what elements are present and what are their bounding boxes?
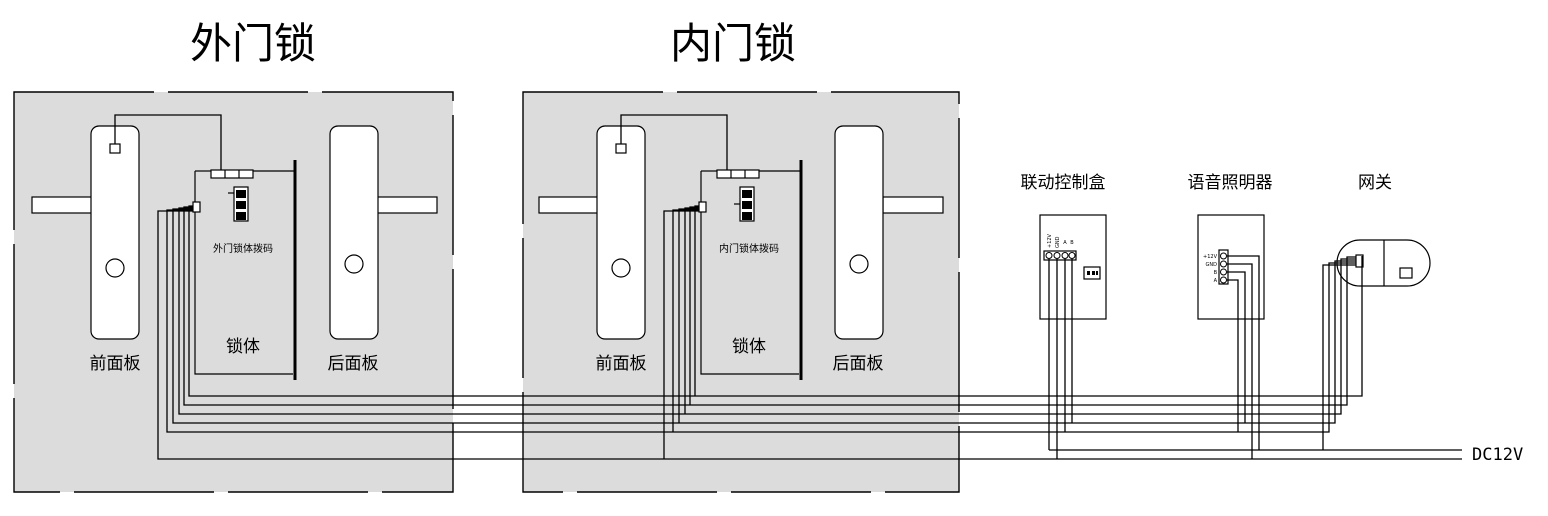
lock-body-connector xyxy=(716,169,760,179)
inner-front-panel-label: 前面板 xyxy=(596,354,647,374)
front-panel xyxy=(596,125,646,340)
inner-back-panel-label: 后面板 xyxy=(833,354,884,374)
dip-switch xyxy=(228,186,249,222)
pin-label: +12V xyxy=(1203,254,1218,260)
voice-light-title: 语音照明器 xyxy=(1188,173,1273,193)
front-knob xyxy=(611,258,631,278)
back-knob xyxy=(344,254,364,274)
front-knob xyxy=(105,258,125,278)
pin-label: GND xyxy=(1206,262,1218,268)
outer-back-panel-label: 后面板 xyxy=(328,354,379,374)
outer-lock-panel: 外门锁体拨码 锁体 前面板 后面板 xyxy=(13,91,454,493)
voice-lighting-unit: +12V GND B A xyxy=(1197,214,1265,320)
bus-wires xyxy=(157,205,1462,460)
front-connector xyxy=(615,143,627,154)
inner-dip-label: 内门锁体拨码 xyxy=(719,242,779,255)
front-connector xyxy=(109,143,121,154)
back-handle xyxy=(376,196,438,214)
outer-lock-body-label: 锁体 xyxy=(226,337,260,357)
outer-dip-label: 外门锁体拨码 xyxy=(213,242,273,255)
back-panel xyxy=(329,125,379,340)
linkage-box-title: 联动控制盒 xyxy=(1021,173,1106,193)
back-knob xyxy=(849,254,869,274)
linkage-control-box: +12V GND A B xyxy=(1039,214,1107,320)
pin-label: B xyxy=(1070,240,1074,246)
pin-label: B xyxy=(1214,270,1218,276)
inner-lock-title: 内门锁 xyxy=(670,19,796,68)
pin-label: A xyxy=(1214,278,1218,284)
gateway-title: 网关 xyxy=(1358,173,1392,193)
inner-lock-panel: 内门锁体拨码 锁体 前面板 后面板 xyxy=(522,91,960,493)
dip-switch xyxy=(734,186,755,222)
outer-lock-title: 外门锁 xyxy=(190,19,316,68)
inner-lock-body-label: 锁体 xyxy=(732,337,766,357)
back-panel xyxy=(834,125,884,340)
lock-body-connector xyxy=(210,169,254,179)
pin-label: +12V xyxy=(1047,233,1053,248)
pin-label: GND xyxy=(1055,236,1061,248)
back-handle xyxy=(882,196,944,214)
front-handle xyxy=(538,196,600,214)
dc12v-label: DC12V xyxy=(1472,445,1523,465)
outer-front-panel-label: 前面板 xyxy=(90,354,141,374)
pin-label: A xyxy=(1063,240,1067,246)
front-handle xyxy=(31,196,93,214)
front-panel xyxy=(90,125,140,340)
